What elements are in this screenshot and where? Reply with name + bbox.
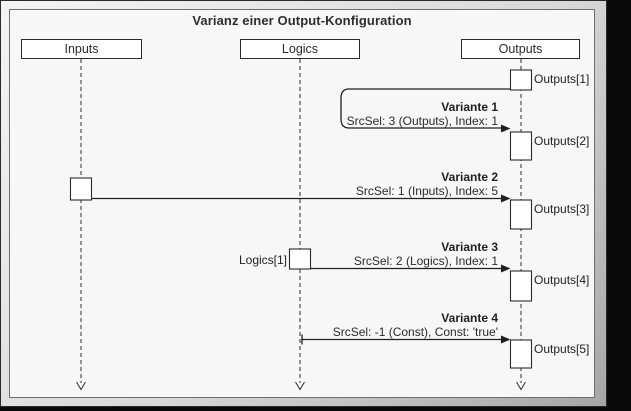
message-4-name: Variante 4 — [441, 311, 498, 325]
diagram-panel: Varianz einer Output-Konfiguration — [9, 9, 595, 398]
figure-window: Varianz einer Output-Konfiguration — [0, 0, 607, 407]
message-4-arrowhead-icon — [501, 335, 511, 344]
message-1-detail: SrcSel: 3 (Outputs), Index: 1 — [346, 114, 498, 128]
message-1-name: Variante 1 — [441, 100, 498, 114]
message-3-name: Variante 3 — [441, 240, 498, 254]
message-4-label: Variante 4 SrcSel: -1 (Const), Const: 't… — [278, 311, 498, 339]
activation-label-outputs-1: Outputs[1] — [534, 72, 590, 86]
message-3-label: Variante 3 SrcSel: 2 (Logics), Index: 1 — [278, 240, 498, 268]
activation-label-logics-1: Logics[1] — [238, 253, 287, 267]
lifeline-end-arrow-inputs-icon — [76, 381, 86, 391]
lifeline-end-arrow-logics-icon — [295, 381, 305, 391]
message-2-label: Variante 2 SrcSel: 1 (Inputs), Index: 5 — [278, 170, 498, 198]
activation-box-outputs-3 — [509, 199, 533, 230]
activation-label-outputs-3: Outputs[3] — [534, 202, 590, 216]
lifeline-header-outputs: Outputs — [461, 39, 580, 59]
activation-box-outputs-4 — [509, 270, 533, 302]
message-1-label: Variante 1 SrcSel: 3 (Outputs), Index: 1 — [278, 100, 498, 128]
activation-label-outputs-4: Outputs[4] — [534, 273, 590, 287]
activation-box-logics-1 — [288, 248, 312, 270]
activation-label-outputs-5: Outputs[5] — [534, 342, 590, 356]
message-2-arrowhead-icon — [501, 194, 511, 203]
lifeline-end-arrow-outputs-icon — [516, 381, 526, 391]
diagram-title: Varianz einer Output-Konfiguration — [192, 13, 412, 28]
activation-box-outputs-1 — [509, 69, 533, 91]
message-2-detail: SrcSel: 1 (Inputs), Index: 5 — [355, 184, 498, 198]
message-4-detail: SrcSel: -1 (Const), Const: 'true' — [332, 325, 498, 339]
activation-box-inputs-1 — [69, 177, 93, 201]
activation-box-outputs-5 — [509, 339, 533, 369]
message-1-line — [340, 88, 511, 129]
lifeline-header-logics: Logics — [240, 39, 360, 59]
message-3-detail: SrcSel: 2 (Logics), Index: 1 — [353, 254, 498, 268]
message-2-name: Variante 2 — [441, 170, 498, 184]
activation-label-outputs-2: Outputs[2] — [534, 134, 590, 148]
activation-box-outputs-2 — [509, 131, 533, 161]
message-3-arrowhead-icon — [501, 264, 511, 273]
lifeline-header-inputs: Inputs — [21, 39, 142, 59]
message-1-arrowhead-icon — [501, 124, 511, 133]
sequence-diagram-canvas — [69, 59, 533, 391]
